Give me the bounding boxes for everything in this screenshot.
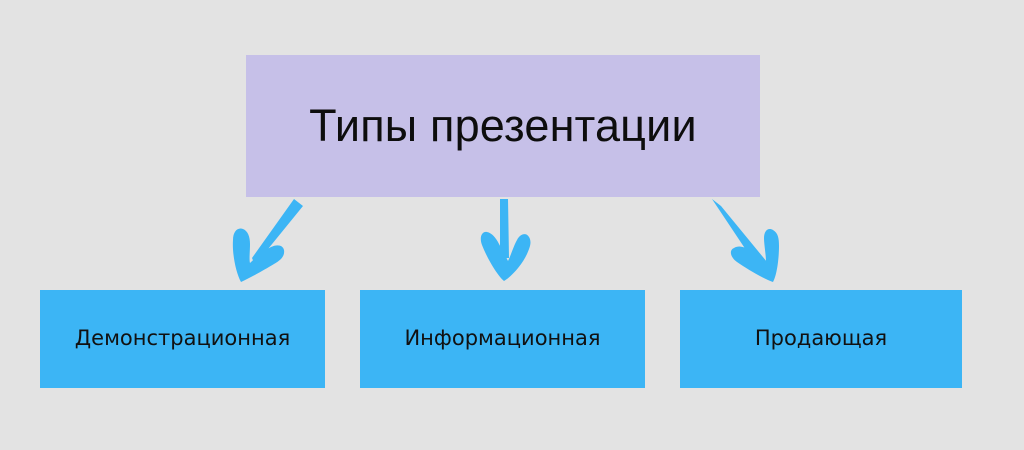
child-node-label: Демонстрационная	[74, 326, 291, 351]
child-node-label: Информационная	[404, 326, 601, 351]
title-node-label: Типы презентации	[309, 100, 697, 152]
child-node-selling[interactable]: Продающая	[680, 290, 962, 388]
child-node-demonstration[interactable]: Демонстрационная	[40, 290, 325, 388]
title-node[interactable]: Типы презентации	[246, 55, 760, 197]
child-node-label: Продающая	[754, 326, 888, 351]
arrow-down-right-icon	[712, 199, 779, 282]
arrow-down-left-icon	[232, 199, 303, 282]
arrow-down-icon	[480, 199, 531, 281]
child-node-informational[interactable]: Информационная	[360, 290, 645, 388]
